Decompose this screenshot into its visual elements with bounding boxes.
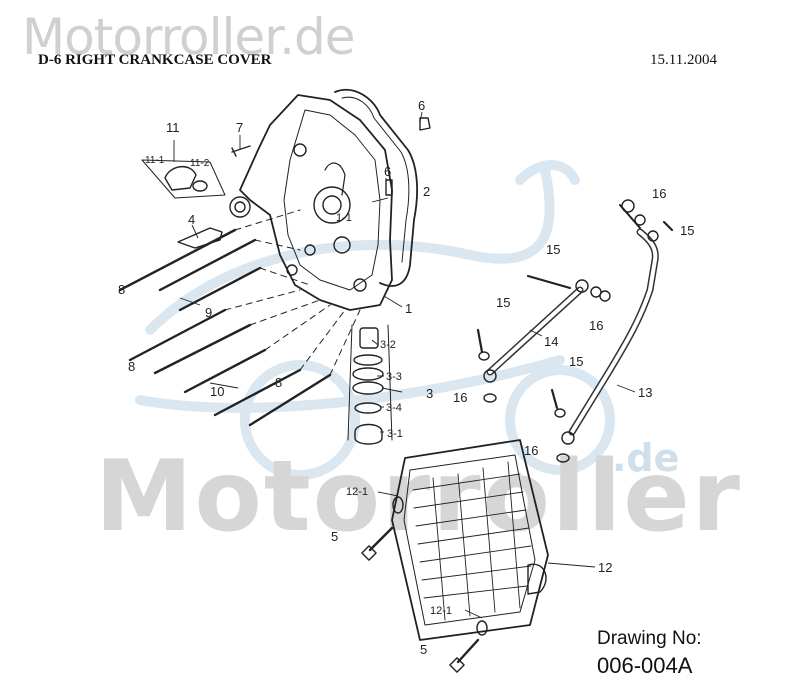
callout-6-top: 6 bbox=[418, 98, 425, 113]
callout-10: 10 bbox=[210, 384, 224, 399]
callout-7: 7 bbox=[236, 120, 243, 135]
callout-15-a: 15 bbox=[546, 242, 560, 257]
callout-3-1: 3-1 bbox=[387, 428, 403, 440]
watermark-center: Motorroller bbox=[95, 440, 742, 554]
callout-16-a: 16 bbox=[652, 186, 666, 201]
callout-4: 4 bbox=[188, 212, 195, 227]
callout-9: 9 bbox=[205, 305, 212, 320]
drawing-number-label: Drawing No: bbox=[597, 628, 702, 649]
callout-5-top: 5 bbox=[331, 529, 338, 544]
oil-cap bbox=[164, 166, 197, 191]
crankcase-cover-outline bbox=[239, 94, 393, 311]
callout-1-1: 1-1 bbox=[336, 212, 352, 224]
callout-13: 13 bbox=[638, 385, 652, 400]
drawing-number: 006-004A bbox=[597, 653, 693, 678]
callout-8-lower: 8 bbox=[128, 359, 135, 374]
callout-3: 3 bbox=[426, 386, 433, 401]
callout-15-b: 15 bbox=[680, 223, 694, 238]
callout-12-1-top: 12-1 bbox=[346, 486, 368, 498]
callout-14: 14 bbox=[544, 334, 558, 349]
callout-16-b: 16 bbox=[589, 318, 603, 333]
page-title: D-6 RIGHT CRANKCASE COVER bbox=[38, 52, 272, 68]
callout-11-1: 11-1 bbox=[145, 155, 165, 166]
callout-12: 12 bbox=[598, 560, 612, 575]
callout-16-d: 16 bbox=[524, 443, 538, 458]
callout-15-d: 15 bbox=[569, 354, 583, 369]
callout-6-mid: 6 bbox=[384, 164, 391, 179]
callout-3-2: 3-2 bbox=[380, 339, 396, 351]
gasket-outline bbox=[334, 89, 418, 287]
callout-2: 2 bbox=[423, 184, 430, 199]
callout-16-c: 16 bbox=[453, 390, 467, 405]
drawing-date: 15.11.2004 bbox=[650, 52, 717, 68]
callout-5-bottom: 5 bbox=[420, 642, 427, 657]
callout-15-c: 15 bbox=[496, 295, 510, 310]
callout-11-2: 11-2 bbox=[190, 158, 210, 169]
callout-8-right: 8 bbox=[275, 375, 282, 390]
radiator-outline bbox=[391, 439, 549, 641]
callout-12-1-bottom: 12-1 bbox=[430, 605, 452, 617]
callout-3-3: 3-3 bbox=[386, 371, 402, 383]
callout-8-upper: 8 bbox=[118, 282, 125, 297]
hose-13 bbox=[568, 228, 659, 436]
callout-3-4: 3-4 bbox=[386, 402, 402, 414]
callout-11: 11 bbox=[166, 120, 180, 135]
callout-1: 1 bbox=[405, 301, 412, 316]
watermark-suffix: .de bbox=[612, 436, 680, 480]
watermark-top: Motorroller.de bbox=[22, 8, 356, 66]
